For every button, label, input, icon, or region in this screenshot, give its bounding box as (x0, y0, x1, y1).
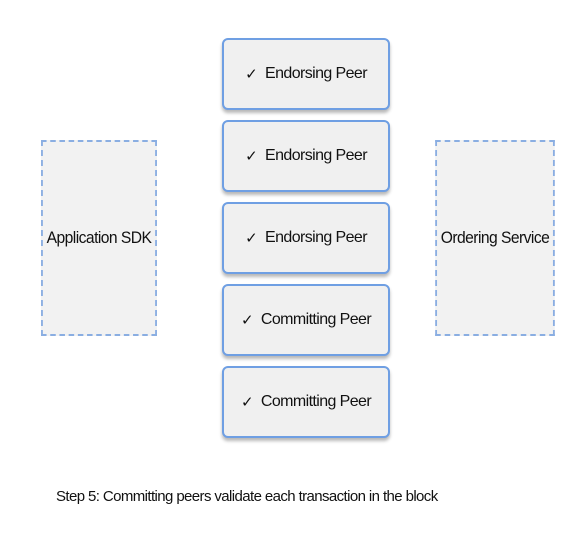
checkmark-icon: ✓ (245, 66, 258, 83)
peer-node: ✓ Endorsing Peer (222, 120, 390, 192)
application-sdk-node: Application SDK (41, 140, 157, 336)
application-sdk-label: Application SDK (46, 228, 152, 247)
step-caption: Step 5: Committing peers validate each t… (56, 488, 438, 505)
peer-label: Endorsing Peer (265, 65, 367, 82)
peer-node: ✓ Endorsing Peer (222, 202, 390, 274)
peer-node: ✓ Committing Peer (222, 284, 390, 356)
peer-label: Committing Peer (260, 393, 372, 410)
peer-label: Committing Peer (260, 311, 372, 328)
peer-label: Endorsing Peer (265, 229, 367, 246)
ordering-service-node: Ordering Service (435, 140, 555, 336)
peer-node: ✓ Endorsing Peer (222, 38, 390, 110)
checkmark-icon: ✓ (245, 230, 258, 247)
checkmark-icon: ✓ (245, 148, 258, 165)
peer-label: Endorsing Peer (265, 147, 367, 164)
checkmark-icon: ✓ (240, 312, 254, 329)
checkmark-icon: ✓ (240, 394, 254, 411)
peer-list: ✓ Endorsing Peer ✓ Endorsing Peer ✓ Endo… (222, 38, 390, 448)
peer-node: ✓ Committing Peer (222, 366, 390, 438)
ordering-service-label: Ordering Service (440, 228, 550, 247)
